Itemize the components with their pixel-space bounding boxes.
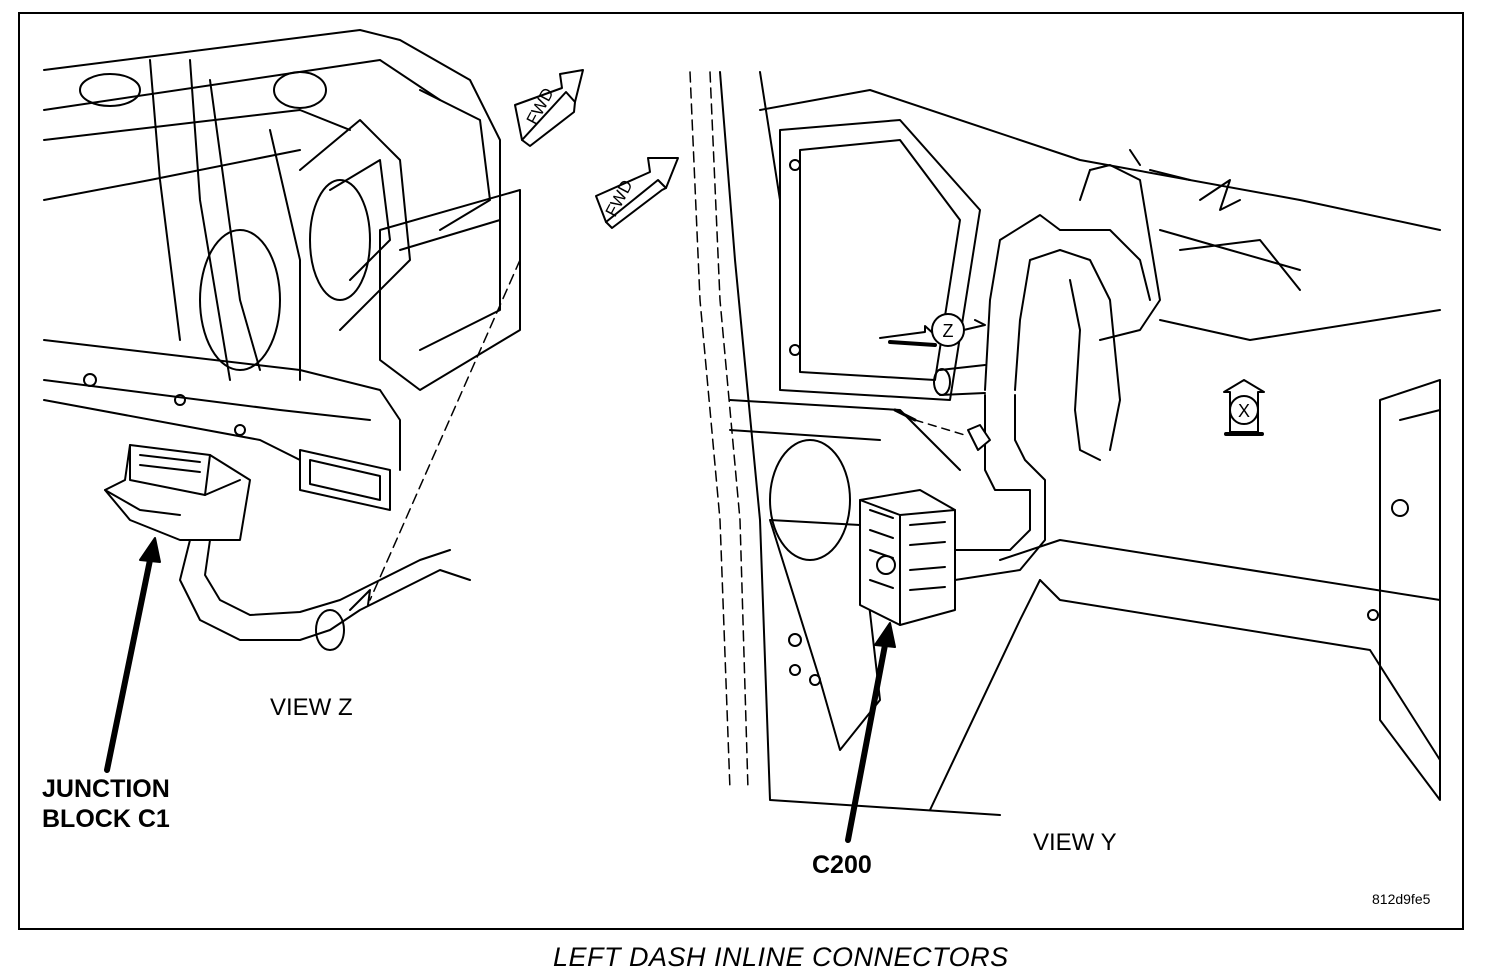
c200-connector xyxy=(859,489,956,626)
view-y-body-structure xyxy=(689,71,1441,816)
fwd-arrow-right xyxy=(595,157,679,229)
view-z-marker-label: Z xyxy=(943,321,954,341)
view-x-marker: X xyxy=(1223,379,1265,436)
c200-leader-arrow xyxy=(845,622,896,843)
view-z-label: VIEW Z xyxy=(270,694,353,721)
fwd-arrow-left xyxy=(514,69,584,147)
junction-block-label-line2: BLOCK C1 xyxy=(42,805,170,833)
view-y-wire-harness xyxy=(893,149,1301,581)
junction-block-c1-connector xyxy=(104,444,471,651)
view-x-marker-label: X xyxy=(1238,401,1250,421)
view-y-label: VIEW Y xyxy=(1033,829,1117,856)
diagram-caption: LEFT DASH INLINE CONNECTORS xyxy=(553,942,1009,972)
view-z-dash-structure xyxy=(43,29,521,601)
view-z-marker: Z xyxy=(879,313,986,347)
c200-label: C200 xyxy=(812,851,872,879)
junction-block-label-line1: JUNCTION xyxy=(42,775,170,803)
diagram-frame xyxy=(18,12,1464,930)
junction-block-leader-arrow xyxy=(104,537,161,773)
figure-code: 812d9fe5 xyxy=(1372,891,1431,907)
